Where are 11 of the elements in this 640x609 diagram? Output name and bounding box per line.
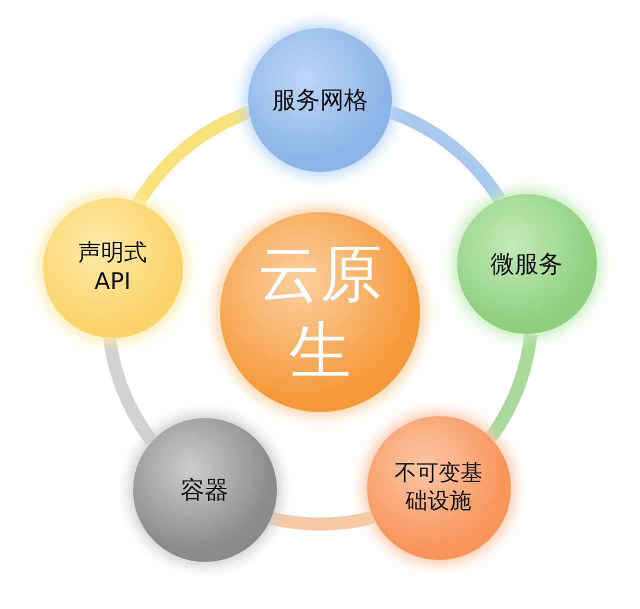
topic-circle: 服务网格 [248,28,392,172]
topic-circle: 容器 [132,418,277,562]
topic-circle: 微服务 [456,194,597,334]
ring-arc [103,336,158,445]
topic-circle: 声明式API [42,198,183,338]
ring-arc [270,510,374,530]
ring-arc [132,106,252,206]
ring-arc [485,333,538,442]
topic-circle: 不可变基础设施 [366,416,511,560]
ring-arc [388,106,506,204]
center-circle: 云原生 [220,212,420,412]
